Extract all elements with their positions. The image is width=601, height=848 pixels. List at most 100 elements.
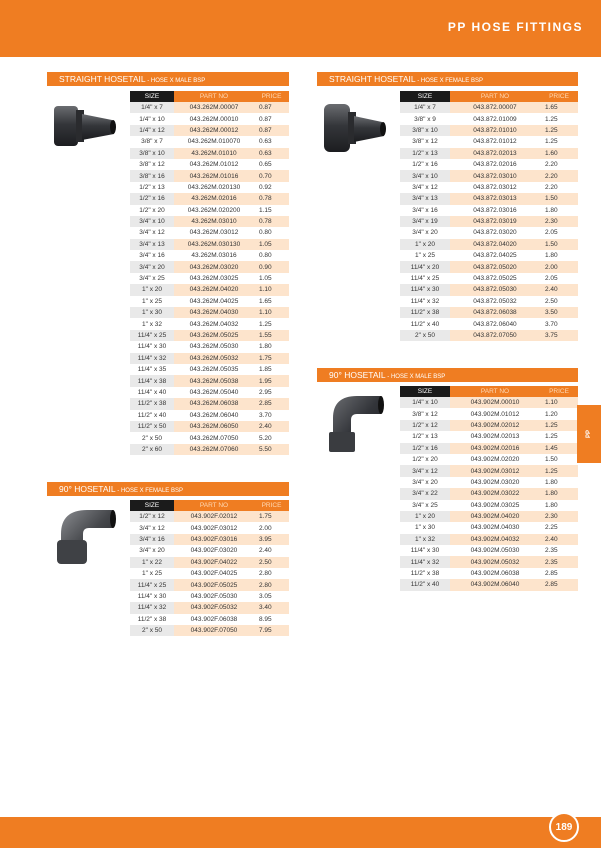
part-no-cell: 043.872.01009: [450, 113, 540, 125]
part-no-cell: 043.872.06038: [450, 307, 540, 319]
price-cell: 3.05: [254, 590, 289, 603]
part-no-cell: 043.872.07050: [450, 329, 540, 342]
part-no-cell: 043.902M.01012: [450, 408, 540, 420]
price-cell: 1.10: [254, 284, 289, 296]
price-cell: 1.25: [540, 465, 578, 477]
price-cell: 2.40: [540, 533, 578, 546]
size-cell: 3/8" x 12: [400, 408, 450, 420]
price-cell: 2.30: [540, 215, 578, 228]
price-cell: 0.70: [254, 170, 289, 182]
part-no-cell: 043.262M.06038: [174, 398, 254, 410]
column-header-size: SIZE: [130, 91, 174, 102]
part-no-cell: 043.872.03019: [450, 215, 540, 228]
size-cell: 11/4" x 32: [400, 295, 450, 308]
price-cell: 2.05: [540, 227, 578, 239]
price-cell: 1.65: [540, 102, 578, 114]
price-cell: 1.80: [540, 488, 578, 500]
price-cell: 5.20: [254, 432, 289, 444]
price-cell: 7.95: [254, 624, 289, 637]
price-cell: 0.90: [254, 261, 289, 273]
part-no-cell: 043.872.05025: [450, 272, 540, 285]
section-title: STRAIGHT HOSETAIL - HOSE X FEMALE BSP: [317, 72, 578, 86]
size-cell: 3/4" x 10: [130, 215, 174, 228]
price-cell: 3.95: [254, 533, 289, 546]
price-cell: 2.00: [540, 261, 578, 273]
size-cell: 11/4" x 32: [400, 556, 450, 568]
size-cell: 3/8" x 10: [400, 124, 450, 137]
price-cell: 0.92: [254, 181, 289, 194]
part-no-cell: 043.872.03016: [450, 204, 540, 216]
size-cell: 2" x 50: [130, 624, 174, 637]
size-cell: 1/2" x 20: [130, 204, 174, 216]
part-no-cell: 043.872.03013: [450, 193, 540, 205]
size-cell: 2" x 50: [400, 329, 450, 342]
column-header-part-no: PART NO: [174, 91, 254, 102]
price-cell: 1.80: [540, 250, 578, 262]
part-no-cell: 043.262M.06050: [174, 420, 254, 433]
price-cell: 1.95: [254, 375, 289, 387]
price-cell: 0.87: [254, 102, 289, 114]
size-cell: 1/2" x 16: [400, 158, 450, 171]
size-cell: 3/4" x 12: [130, 522, 174, 534]
price-cell: 0.65: [254, 158, 289, 171]
section-title: 90° HOSETAIL - HOSE X MALE BSP: [317, 368, 578, 382]
price-cell: 3.70: [540, 318, 578, 330]
size-cell: 1/2" x 16: [400, 442, 450, 454]
size-cell: 3/8" x 9: [400, 113, 450, 125]
price-cell: 2.40: [254, 545, 289, 557]
part-no-cell: 043.872.04020: [450, 238, 540, 251]
part-no-cell: 043.902M.04032: [450, 533, 540, 546]
size-cell: 1/4" x 10: [400, 397, 450, 409]
size-cell: 1" x 25: [130, 567, 174, 580]
price-cell: 3.75: [540, 329, 578, 342]
part-no-cell: 43.262M.03010: [174, 215, 254, 228]
part-no-cell: 043.872.05030: [450, 284, 540, 296]
size-cell: 3/4" x 13: [400, 193, 450, 205]
size-cell: 11/2" x 50: [130, 420, 174, 433]
price-cell: 1.15: [254, 204, 289, 216]
part-no-cell: 043.262M.00012: [174, 124, 254, 137]
price-cell: 0.80: [254, 227, 289, 239]
price-cell: 3.50: [540, 307, 578, 319]
part-no-cell: 043.262M.05032: [174, 352, 254, 364]
part-no-cell: 043.902M.03022: [450, 488, 540, 500]
elbow-male-fitting-image: [329, 396, 384, 452]
size-cell: 11/4" x 35: [130, 363, 174, 376]
part-no-cell: 043.872.03020: [450, 227, 540, 239]
part-no-cell: 043.902M.05032: [450, 556, 540, 568]
size-cell: 3/8" x 12: [130, 158, 174, 171]
part-no-cell: 043.902F.04025: [174, 567, 254, 580]
part-no-cell: 043.902F.03016: [174, 533, 254, 546]
column-header-price: PRICE: [254, 91, 289, 102]
part-no-cell: 043.262M.03020: [174, 261, 254, 273]
part-no-cell: 043.872.03010: [450, 170, 540, 182]
part-no-cell: 043.262M.03012: [174, 227, 254, 239]
price-cell: 1.25: [540, 136, 578, 148]
part-no-cell: 043.872.00007: [450, 102, 540, 114]
column-header-price: PRICE: [540, 386, 578, 397]
price-cell: 1.50: [540, 238, 578, 251]
section-title: STRAIGHT HOSETAIL - HOSE X MALE BSP: [47, 72, 289, 86]
part-no-cell: 043.902M.02012: [450, 419, 540, 432]
